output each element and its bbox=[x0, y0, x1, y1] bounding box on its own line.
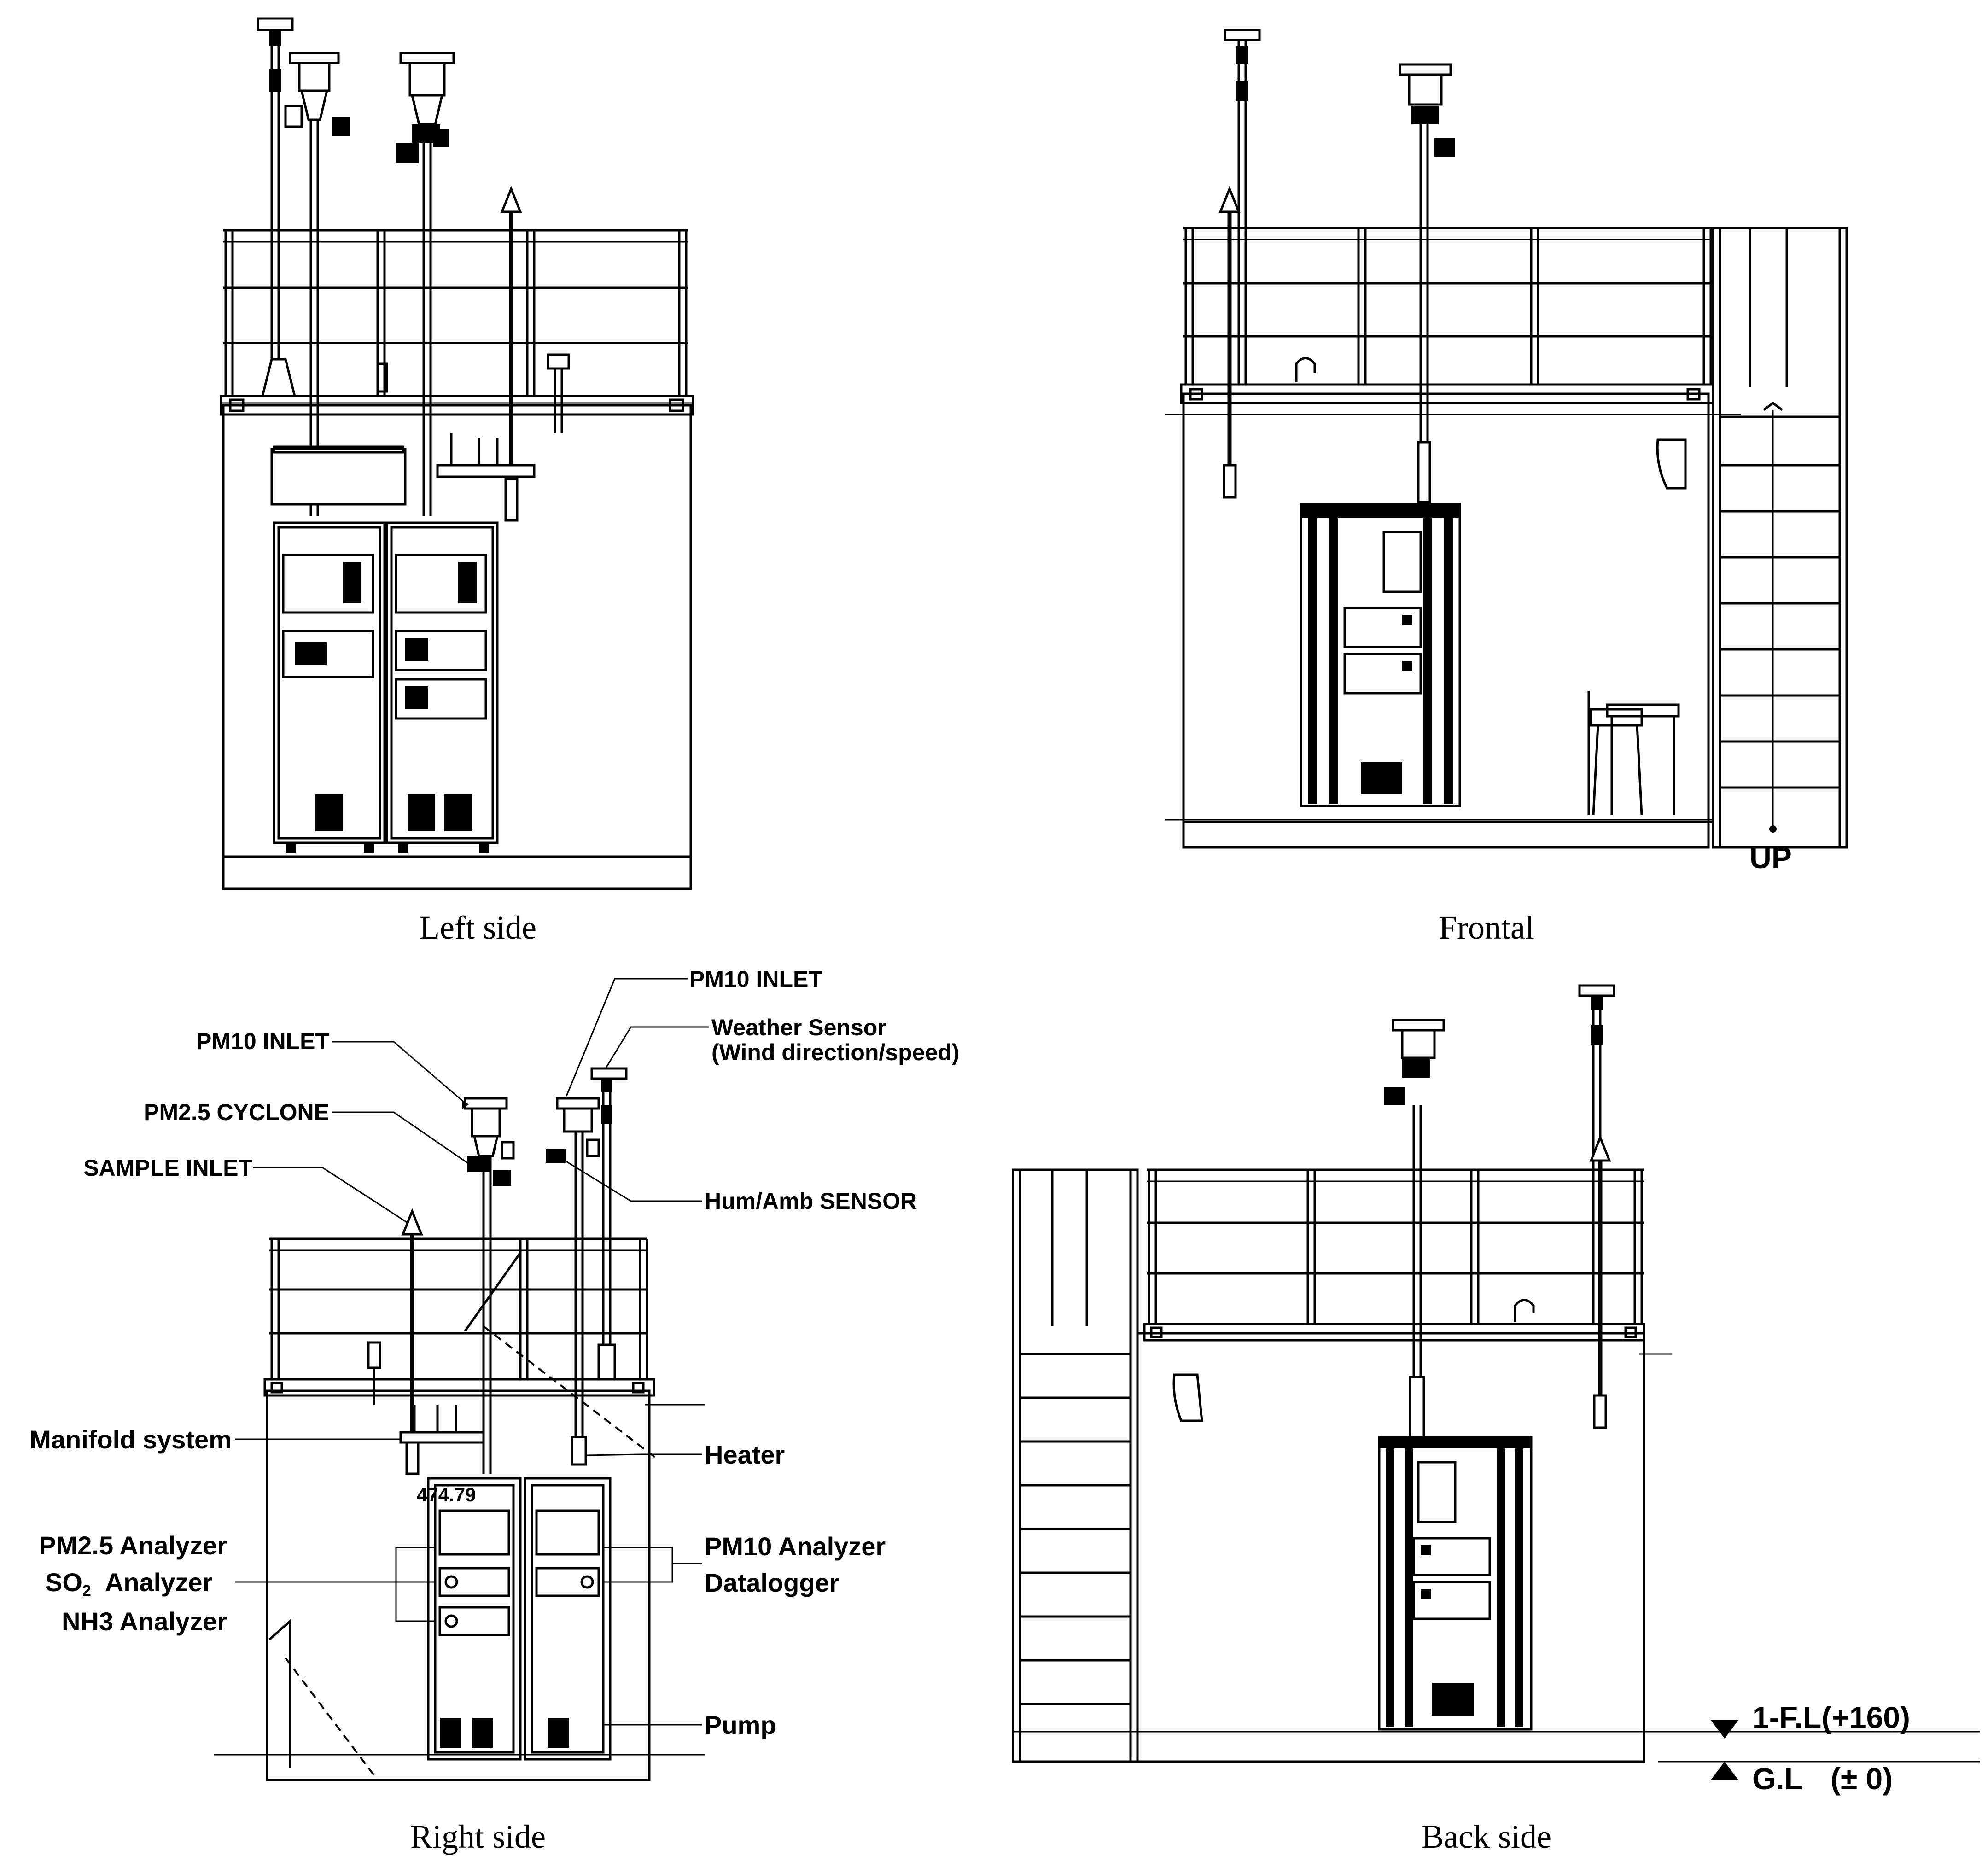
floor-level-label: 1-F.L(+160) bbox=[1752, 1700, 1910, 1734]
weather-sensor-sublabel: (Wind direction/speed) bbox=[711, 1039, 959, 1065]
pm10-inlet-right-label: PM10 INLET bbox=[689, 966, 822, 992]
right-side-view: 474.79 PM10 INLET PM10 INLET bbox=[29, 966, 959, 1781]
arrow-head-icon bbox=[462, 1100, 469, 1109]
caption-frontal: Frontal bbox=[1439, 909, 1534, 946]
pump-label: Pump bbox=[705, 1710, 776, 1739]
up-label: UP bbox=[1749, 840, 1792, 875]
caption-right-side: Right side bbox=[410, 1818, 546, 1855]
manifold-system-label: Manifold system bbox=[29, 1425, 232, 1454]
pm10-inlet-left-label: PM10 INLET bbox=[196, 1028, 329, 1054]
caption-left-side: Left side bbox=[420, 909, 536, 946]
dimension-label: 474.79 bbox=[417, 1484, 476, 1506]
heater-label: Heater bbox=[705, 1440, 785, 1469]
pm25-cyclone-label: PM2.5 CYCLONE bbox=[144, 1099, 329, 1125]
pm10-analyzer-label: PM10 Analyzer bbox=[705, 1532, 886, 1561]
pm25-analyzer-label: PM2.5 Analyzer bbox=[39, 1531, 227, 1560]
caption-back-side: Back side bbox=[1422, 1818, 1551, 1855]
left-side-view bbox=[220, 17, 694, 890]
triangle-up-icon bbox=[1711, 1762, 1738, 1780]
nh3-analyzer-label: NH3 Analyzer bbox=[62, 1607, 227, 1636]
hum-amb-sensor-label: Hum/Amb SENSOR bbox=[705, 1188, 917, 1214]
datalogger-label: Datalogger bbox=[705, 1568, 840, 1597]
triangle-down-icon bbox=[1711, 1720, 1738, 1739]
ground-level-label: G.L(± 0) bbox=[1752, 1762, 1893, 1796]
back-side-view: 1-F.L(+160) G.L(± 0) bbox=[1012, 984, 1980, 1796]
sample-inlet-label: SAMPLE INLET bbox=[83, 1155, 252, 1181]
frontal-view: UP bbox=[1165, 29, 1848, 875]
weather-sensor-label: Weather Sensor bbox=[711, 1015, 886, 1040]
